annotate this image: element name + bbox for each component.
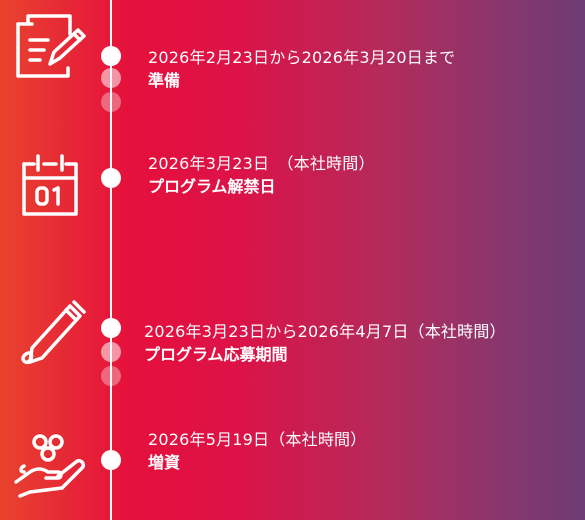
timeline-step: 2026年3月23日から2026年4月7日（本社時間） プログラム応募期間: [144, 322, 506, 366]
pen-icon: [10, 296, 90, 366]
timeline-dot: [101, 68, 121, 88]
step-title: プログラム解禁日: [148, 177, 276, 196]
timeline-line: [110, 0, 112, 520]
step-date: 2026年3月23日 （本社時間）: [148, 154, 375, 173]
step-title: 増資: [148, 453, 181, 472]
step-title: 準備: [148, 71, 181, 90]
timeline-dot: [101, 450, 121, 470]
timeline-dot: [101, 46, 121, 66]
document-pen-icon: [10, 12, 90, 82]
timeline-dot: [101, 318, 121, 338]
calendar-icon: [10, 152, 90, 222]
timeline-dot: [101, 342, 121, 362]
timeline-step: 2026年3月23日 （本社時間） プログラム解禁日: [148, 154, 375, 198]
timeline-step: 2026年2月23日から2026年3月20日まで 準備: [148, 48, 455, 92]
timeline-dot: [101, 168, 121, 188]
timeline-dot: [101, 366, 121, 386]
step-title: プログラム応募期間: [144, 345, 288, 364]
step-date: 2026年5月19日（本社時間）: [148, 430, 367, 449]
timeline-dot: [101, 92, 121, 112]
step-date: 2026年2月23日から2026年3月20日まで: [148, 48, 456, 67]
hand-coins-icon: [10, 428, 90, 498]
step-date: 2026年3月23日から2026年4月7日（本社時間）: [144, 322, 506, 341]
timeline-step: 2026年5月19日（本社時間） 増資: [148, 430, 366, 474]
